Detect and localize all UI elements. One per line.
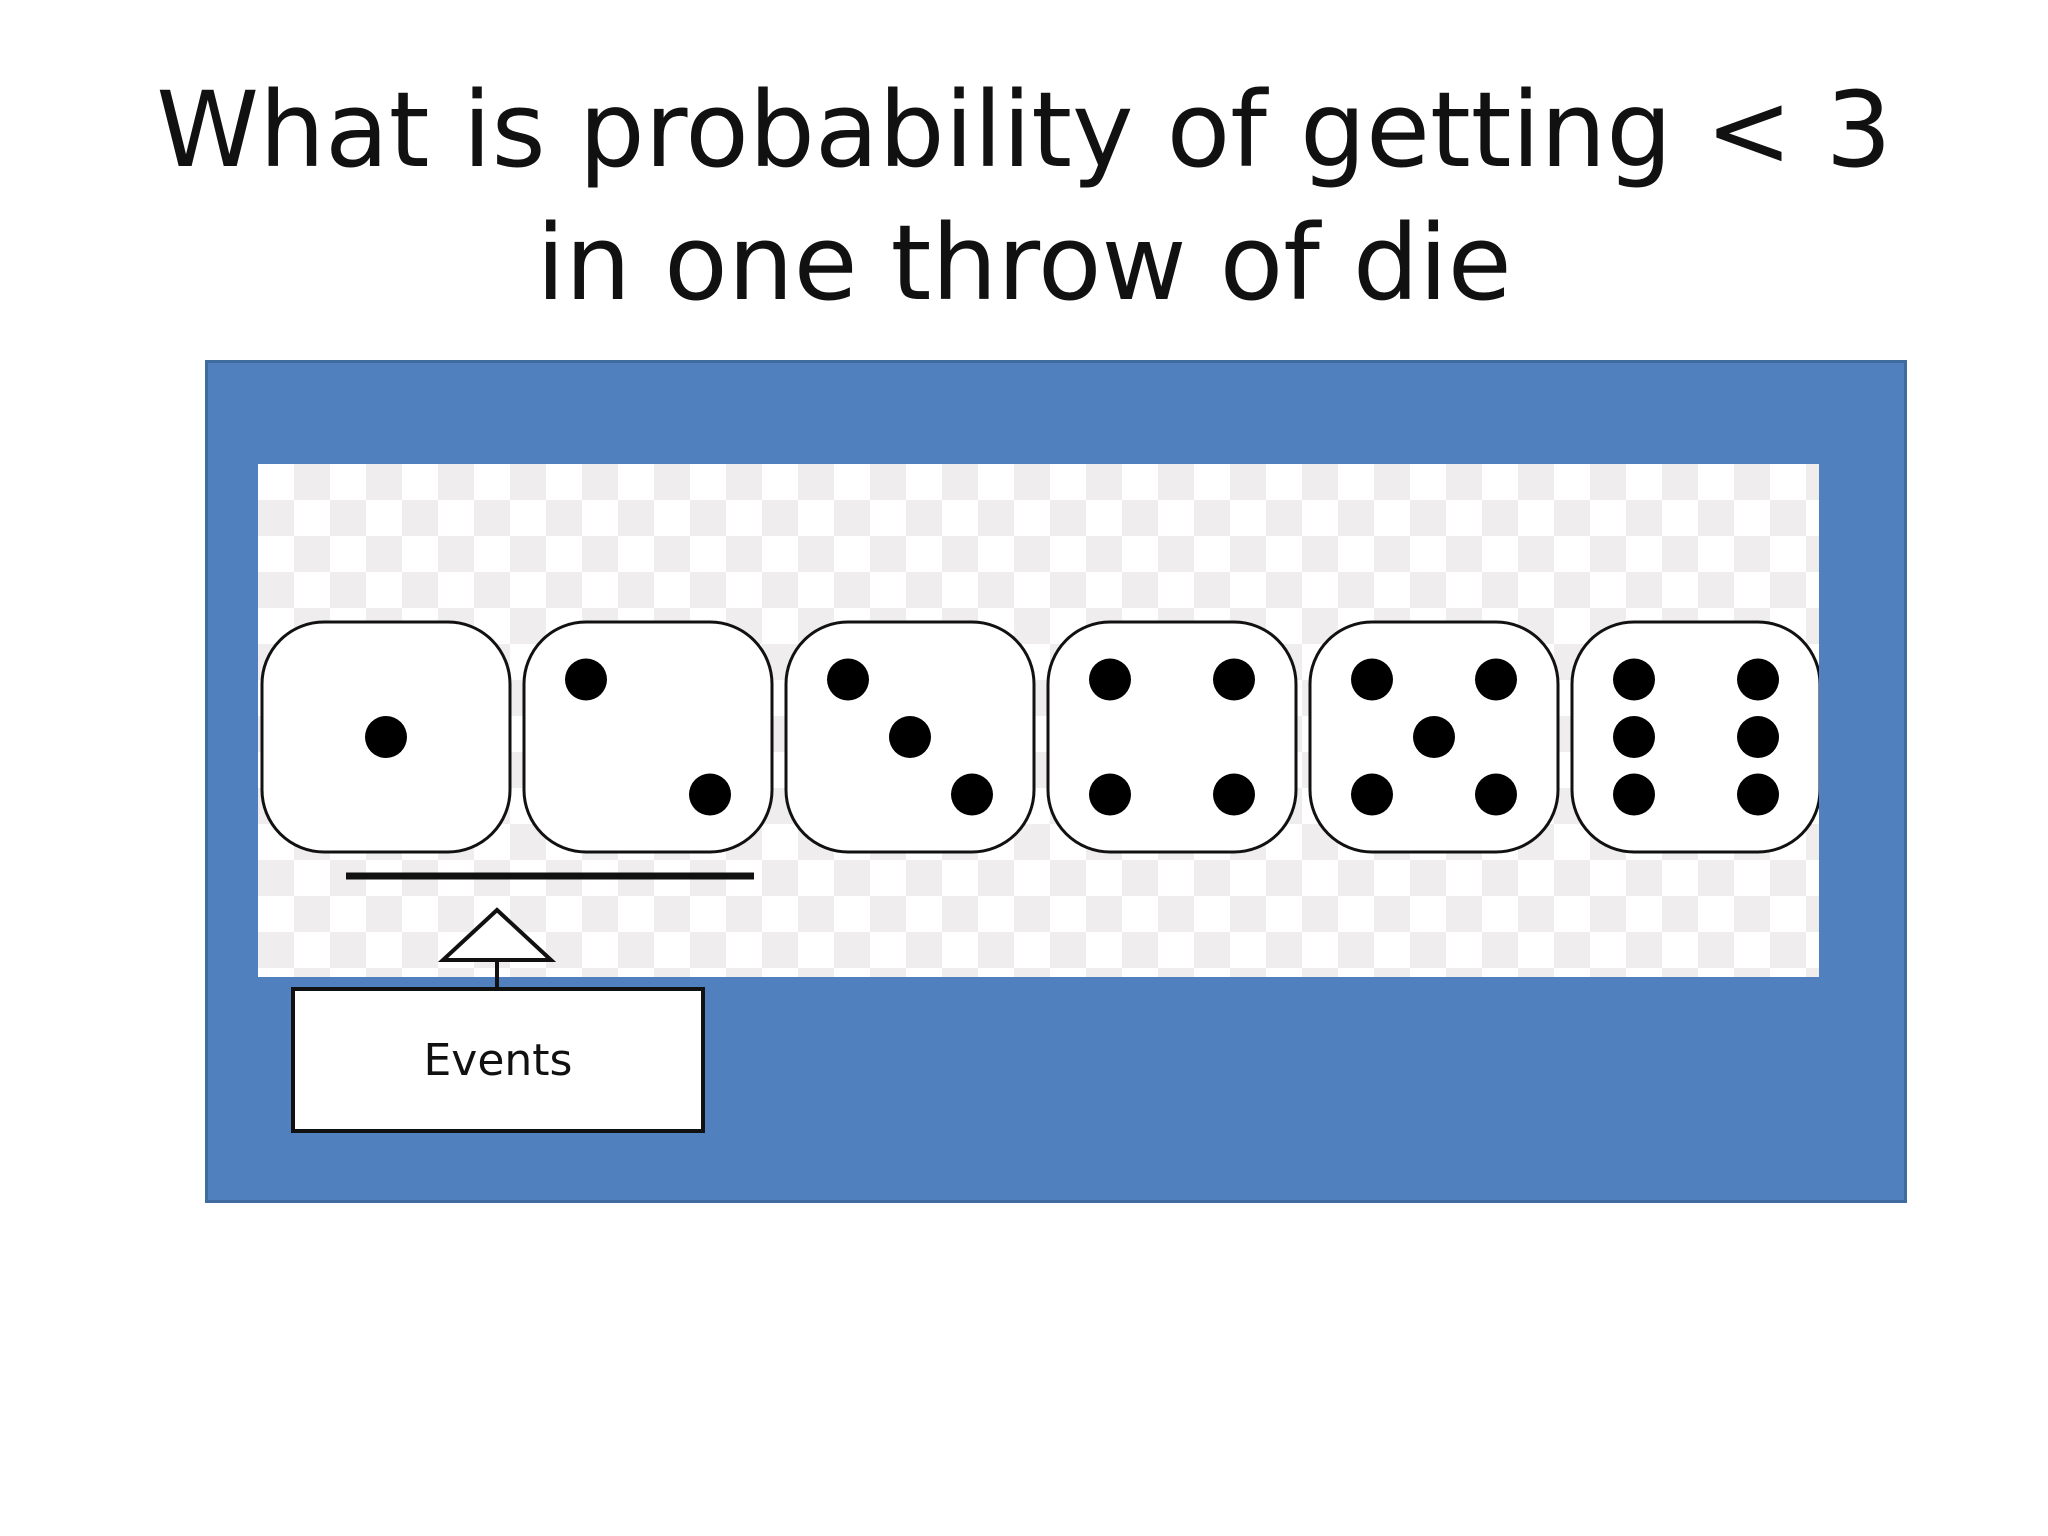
events-label: Events bbox=[423, 1034, 573, 1086]
events-callout-box: Events bbox=[291, 987, 705, 1133]
die-pip bbox=[1613, 658, 1655, 701]
die-face-2 bbox=[522, 620, 774, 854]
die-body bbox=[522, 620, 774, 854]
die-pip bbox=[1351, 658, 1393, 701]
die-pip bbox=[1213, 773, 1255, 816]
die-pip bbox=[1413, 716, 1455, 758]
die-pip bbox=[1351, 773, 1393, 816]
die-face-1 bbox=[260, 620, 512, 854]
die-face-6 bbox=[1570, 620, 1819, 854]
die-pip bbox=[827, 658, 869, 701]
die-pip bbox=[1737, 773, 1779, 816]
die-face-5 bbox=[1308, 620, 1560, 854]
die-pip bbox=[1475, 773, 1517, 816]
die-pip bbox=[1089, 658, 1131, 701]
die-pip bbox=[1613, 716, 1655, 758]
die-body bbox=[1046, 620, 1298, 854]
die-pip bbox=[1089, 773, 1131, 816]
die-pip bbox=[1737, 716, 1779, 758]
dice-image bbox=[258, 464, 1819, 977]
die-pip bbox=[889, 716, 931, 758]
die-body bbox=[1570, 620, 1819, 854]
die-pip bbox=[1475, 658, 1517, 701]
slide-title: What is probability of getting < 3 in on… bbox=[156, 69, 1892, 324]
die-pip bbox=[951, 773, 993, 816]
die-pip bbox=[1613, 773, 1655, 816]
die-face-3 bbox=[784, 620, 1036, 854]
die-pip bbox=[1737, 658, 1779, 701]
die-pip bbox=[689, 773, 731, 816]
die-pip bbox=[365, 716, 407, 758]
dice-row bbox=[260, 620, 1819, 880]
die-pip bbox=[565, 658, 607, 701]
die-face-4 bbox=[1046, 620, 1298, 854]
events-pointer-arrow bbox=[437, 907, 557, 988]
die-pip bbox=[1213, 658, 1255, 701]
